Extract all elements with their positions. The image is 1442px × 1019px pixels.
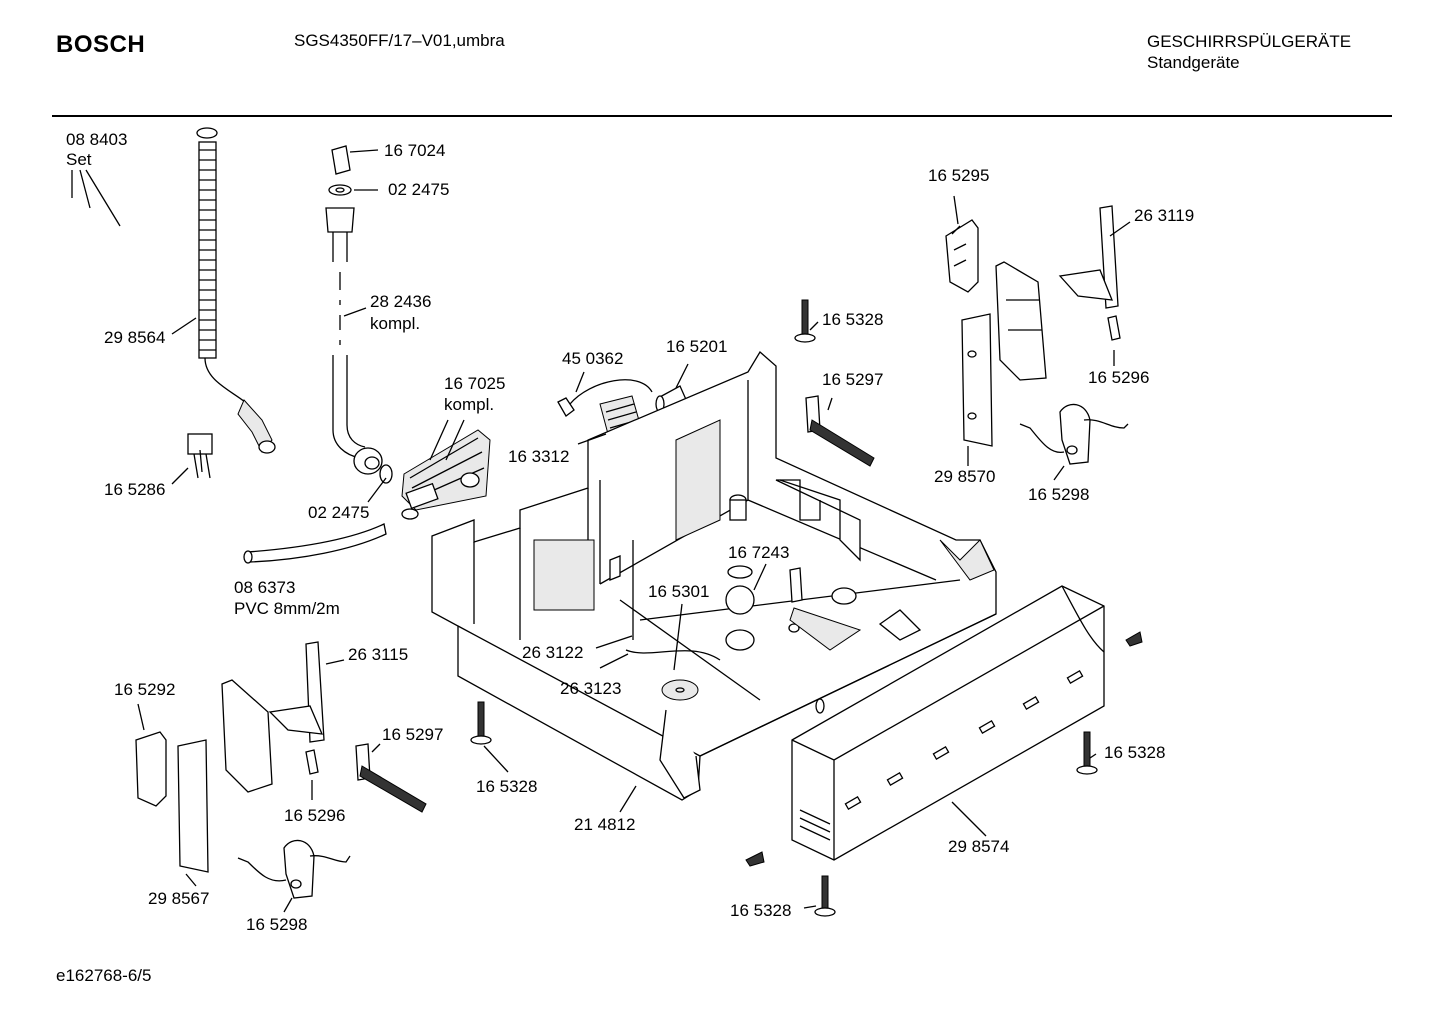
label-282436: 28 2436 <box>370 292 431 311</box>
label-298574: 29 8574 <box>948 837 1009 856</box>
label-088403: 08 8403 <box>66 130 127 149</box>
label-set: Set <box>66 150 92 169</box>
label-263119: 26 3119 <box>1134 206 1194 225</box>
category-block: GESCHIRRSPÜLGERÄTE Standgeräte <box>1147 31 1351 73</box>
label-165296-left: 16 5296 <box>284 806 345 825</box>
label-165286: 16 5286 <box>104 480 165 499</box>
label-167025: 16 7025 <box>444 374 505 393</box>
label-263123: 26 3123 <box>560 679 621 698</box>
label-165298-right: 16 5298 <box>1028 485 1089 504</box>
label-165297-left: 16 5297 <box>382 725 443 744</box>
label-450362: 45 0362 <box>562 349 623 368</box>
label-022475-lower: 02 2475 <box>308 503 369 522</box>
label-165328-mid: 16 5328 <box>476 777 537 796</box>
label-pvc: PVC 8mm/2m <box>234 599 340 618</box>
hose-clamp-drawing <box>187 433 213 479</box>
drain-hose-drawing <box>196 127 276 454</box>
label-165298-left: 16 5298 <box>246 915 307 934</box>
drawing-code: e162768-6/5 <box>56 966 152 985</box>
inlet-valve-drawing <box>401 429 491 520</box>
label-165292: 16 5292 <box>114 680 175 699</box>
label-022475-upper: 02 2475 <box>388 180 449 199</box>
label-298567: 29 8567 <box>148 889 209 908</box>
label-298570: 29 8570 <box>934 467 995 486</box>
right-bracket-drawing <box>945 205 1129 465</box>
label-165201: 16 5201 <box>666 337 727 356</box>
label-214812: 21 4812 <box>574 815 635 834</box>
category-title: GESCHIRRSPÜLGERÄTE <box>1147 32 1352 51</box>
label-298564: 29 8564 <box>104 328 165 347</box>
left-bracket-drawing <box>135 641 427 899</box>
inlet-hose-drawing <box>325 145 393 484</box>
label-165328-bottom: 16 5328 <box>730 901 791 920</box>
brand-logo: BOSCH <box>56 31 146 58</box>
label-165328-top: 16 5328 <box>822 310 883 329</box>
label-167025-kompl: kompl. <box>444 395 494 414</box>
label-163312: 16 3312 <box>508 447 569 466</box>
label-165297-top: 16 5297 <box>822 370 883 389</box>
label-165328-right: 16 5328 <box>1104 743 1165 762</box>
category-subtitle: Standgeräte <box>1147 53 1240 72</box>
label-282436-kompl: kompl. <box>370 314 420 333</box>
kick-plate-drawing <box>791 585 1105 861</box>
label-165295: 16 5295 <box>928 166 989 185</box>
header-rule <box>52 115 1392 117</box>
spring-upper-drawing <box>805 395 875 467</box>
leader-lines <box>71 149 1131 913</box>
base-tub-drawing <box>431 350 997 801</box>
label-086373: 08 6373 <box>234 578 295 597</box>
label-167243: 16 7243 <box>728 543 789 562</box>
label-263122: 26 3122 <box>522 643 583 662</box>
model-number: SGS4350FF/17–V01,umbra <box>294 31 505 50</box>
screws-drawing <box>470 299 1143 917</box>
label-165296-right: 16 5296 <box>1088 368 1149 387</box>
pvc-hose-drawing <box>243 523 387 564</box>
label-165301: 16 5301 <box>648 582 709 601</box>
label-167024: 16 7024 <box>384 141 445 160</box>
callout-labels: 08 8403 Set 29 8564 16 5286 16 7024 02 2… <box>66 130 1194 934</box>
label-263115: 26 3115 <box>348 645 408 664</box>
